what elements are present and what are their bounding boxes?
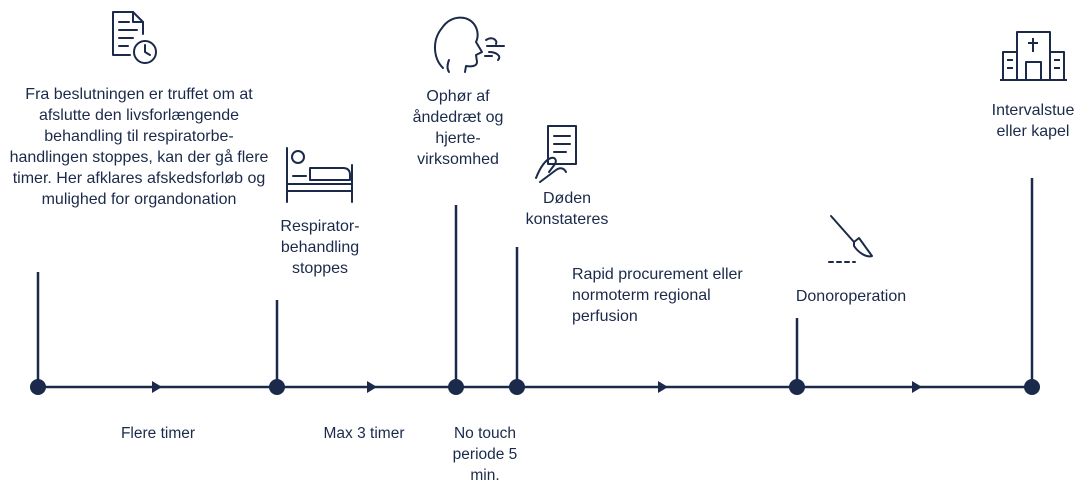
- event-cessation-text: Ophør af åndedræt og hjerte-virksomhed: [412, 88, 504, 168]
- node-cessation: [448, 379, 464, 395]
- hand-document-icon: [535, 125, 577, 183]
- arrow-1: [152, 381, 162, 393]
- document-clock-icon: [112, 11, 157, 64]
- interval-no-touch: No touch periode 5 min.: [452, 425, 518, 484]
- arrow-2: [367, 381, 377, 393]
- interval-max-3-timer: Max 3 timer: [323, 425, 405, 442]
- chapel-building-icon: [1000, 31, 1067, 81]
- node-donor-operation: [789, 379, 805, 395]
- event-decision-text: Fra beslutningen er truffet om at afslut…: [9, 86, 269, 208]
- arrow-4: [912, 381, 922, 393]
- arrow-3: [658, 381, 668, 393]
- node-chapel: [1024, 379, 1040, 395]
- scalpel-icon: [828, 215, 873, 263]
- node-death-declared: [509, 379, 525, 395]
- event-respirator-stop-text: Respirator-behandling stoppes: [280, 218, 360, 277]
- event-death-declared-text: Døden konstateres: [525, 190, 609, 228]
- event-procurement-text: Rapid procurement eller normoterm region…: [572, 266, 743, 325]
- event-donor-operation-text: Donoroperation: [795, 288, 907, 305]
- event-chapel-text: Intervalstue eller kapel: [991, 102, 1075, 140]
- interval-flere-timer: Flere timer: [120, 425, 196, 442]
- node-respirator-stop: [269, 379, 285, 395]
- hospital-bed-icon: [286, 147, 353, 203]
- node-decision: [30, 379, 46, 395]
- breathing-head-icon: [434, 16, 505, 73]
